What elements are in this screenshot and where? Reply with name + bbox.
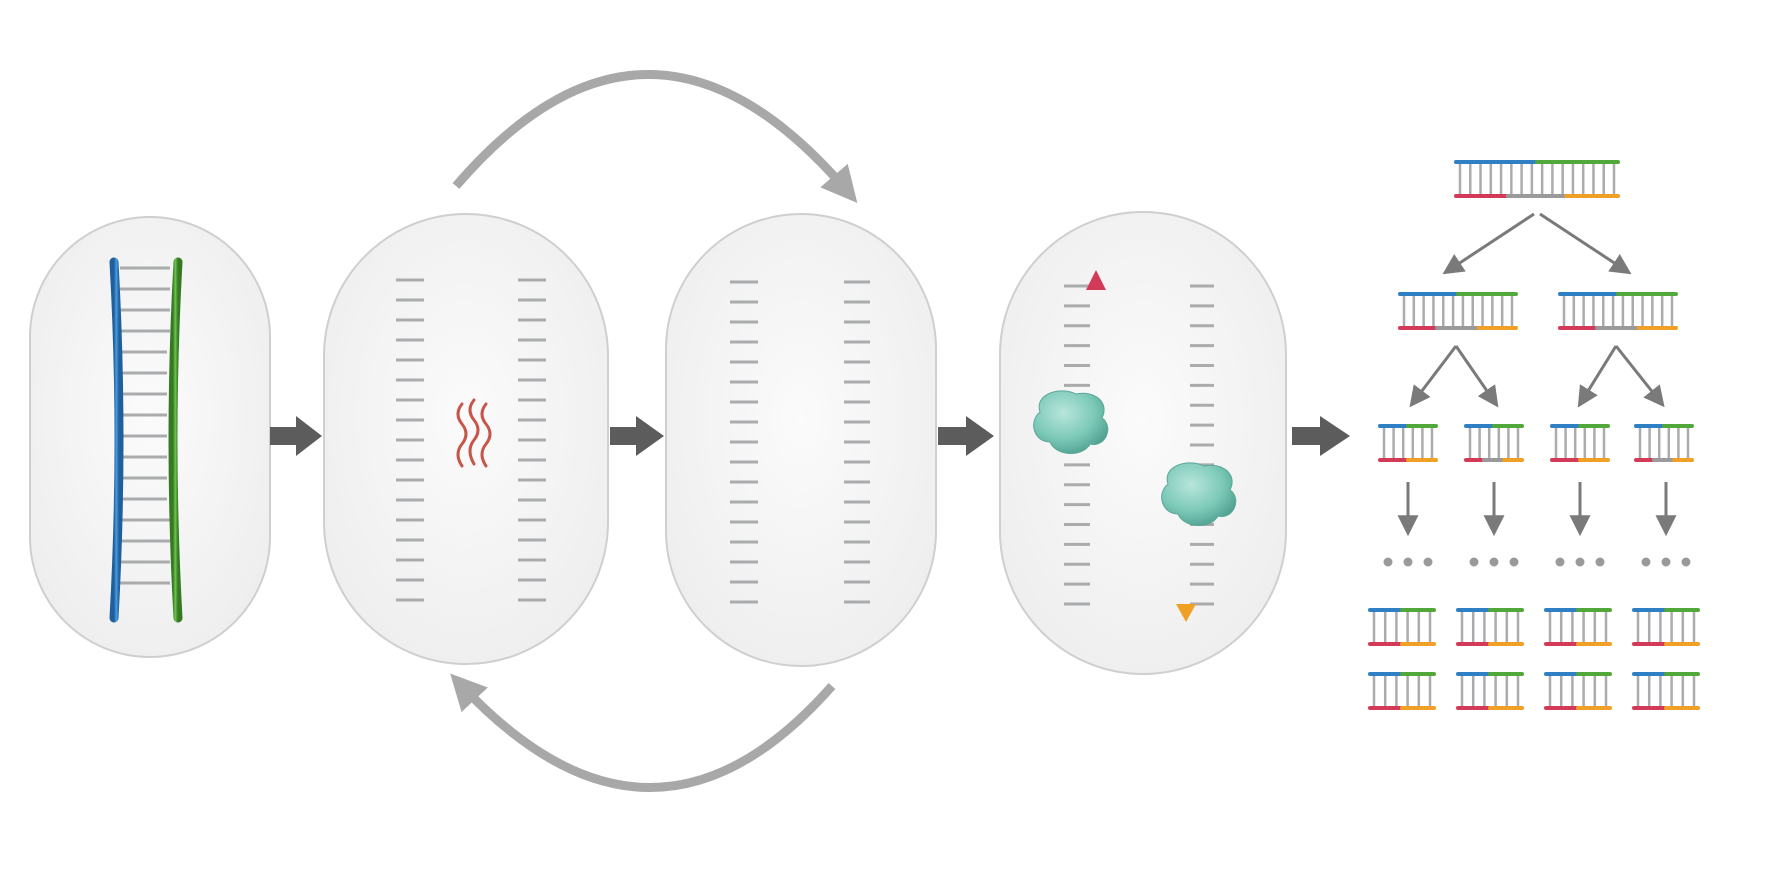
tree-arrow-icon [1539, 212, 1632, 275]
dna-fragment [1550, 424, 1610, 462]
ellipsis-dot [1641, 557, 1651, 567]
flow-arrow-icon [270, 416, 1350, 456]
stage-capsule-annealing [665, 213, 937, 667]
tree-arrow-icon [1442, 212, 1535, 275]
stage-capsule-extension [999, 211, 1287, 675]
tree-arrow-icon [1577, 345, 1618, 408]
template-strand-green [168, 257, 183, 623]
extension-arrow-down-icon [1176, 604, 1196, 622]
ellipsis-dot [1555, 557, 1565, 567]
ellipsis-dot [1661, 557, 1671, 567]
polymerase-icon [1033, 390, 1109, 454]
dna-fragment [1398, 292, 1518, 330]
template-strand-blue [109, 257, 124, 623]
extension-arrow-up-icon [1086, 270, 1106, 290]
ellipsis-dot [1423, 557, 1433, 567]
dna-fragment [1632, 608, 1700, 646]
dna-fragment [1558, 292, 1678, 330]
tree-arrow-icon [1614, 345, 1665, 408]
ellipsis-dot [1489, 557, 1499, 567]
dna-fragment [1378, 424, 1438, 462]
tree-arrow-icon [1409, 345, 1458, 408]
dna-fragment [1464, 424, 1524, 462]
cycle-arrow-top-icon [452, 70, 858, 203]
ellipsis-dot [1595, 557, 1605, 567]
ellipsis-dot [1681, 557, 1691, 567]
dna-fragment [1544, 608, 1612, 646]
ellipsis-dot [1383, 557, 1393, 567]
ellipsis-dot [1575, 557, 1585, 567]
dna-fragment [1544, 672, 1612, 710]
ellipsis-dot [1509, 557, 1519, 567]
dna-fragment [1456, 608, 1524, 646]
dna-fragment [1456, 672, 1524, 710]
dna-fragment [1368, 608, 1436, 646]
tree-arrow-icon [1454, 345, 1499, 408]
ellipsis-dot [1403, 557, 1413, 567]
polymerase-icon [1161, 462, 1237, 526]
dna-fragment [1632, 672, 1700, 710]
ellipsis-dot [1469, 557, 1479, 567]
dna-fragment [1368, 672, 1436, 710]
dna-fragment [1634, 424, 1694, 462]
cycle-arrow-bottom-icon [450, 673, 836, 792]
dna-fragment [1454, 160, 1620, 198]
heat-icon [456, 398, 492, 468]
